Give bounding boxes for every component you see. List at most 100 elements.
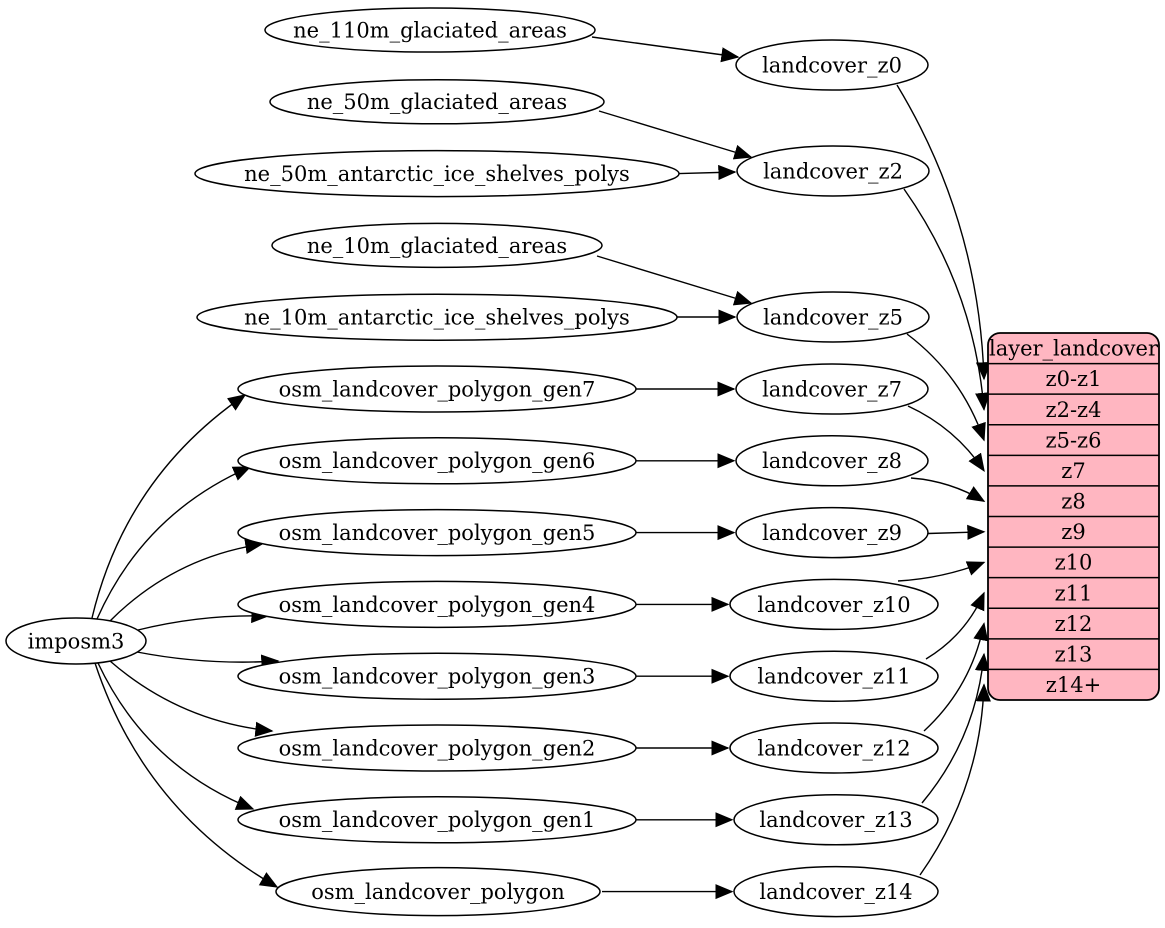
node-imposm3: imposm3 <box>5 617 147 665</box>
node-landcover_z2-label: landcover_z2 <box>763 159 903 183</box>
node-osm_landcover_polygon_gen6-shape <box>237 437 637 485</box>
edge-landcover_z10-layer_landcover-z10 <box>897 561 986 582</box>
node-ne_50m_antarctic_ice_shelves_polys-label: ne_50m_antarctic_ice_shelves_polys <box>244 162 630 186</box>
node-ne_50m_antarctic_ice_shelves_polys: ne_50m_antarctic_ice_shelves_polys <box>194 149 680 198</box>
edge-landcover_z12-layer_landcover-z12 <box>923 622 989 732</box>
node-landcover_z8-label: landcover_z8 <box>762 449 902 473</box>
edge-imposm3-osm_landcover_polygon_gen1 <box>97 662 255 810</box>
edge-imposm3-osm_landcover_polygon_gen4 <box>137 607 270 631</box>
node-landcover_z13-label: landcover_z13 <box>759 808 912 832</box>
node-osm_landcover_polygon_gen2-shape <box>237 724 637 772</box>
edge-imposm3-osm_landcover_polygon_gen2 <box>109 660 274 737</box>
edge-landcover_z5-layer_landcover-z5-z6 <box>906 333 986 442</box>
node-landcover_z12: landcover_z12 <box>729 722 939 774</box>
node-osm_landcover_polygon_gen1: osm_landcover_polygon_gen1 <box>237 796 637 844</box>
node-osm_landcover_polygon_gen7-label: osm_landcover_polygon_gen7 <box>279 377 596 401</box>
node-landcover_z10-shape <box>729 578 939 631</box>
node-landcover_z9-shape <box>735 506 929 559</box>
record-row-z9: z9 <box>1061 520 1085 544</box>
node-osm_landcover_polygon_gen7: osm_landcover_polygon_gen7 <box>237 365 637 413</box>
edges-layer <box>91 36 992 900</box>
edge-landcover_z13-layer_landcover-z13 <box>921 652 990 804</box>
node-landcover_z2-shape <box>736 145 930 197</box>
node-osm_landcover_polygon_gen1-label: osm_landcover_polygon_gen1 <box>279 808 596 832</box>
edge-ne_50m_glaciated_areas-landcover_z2 <box>598 110 753 160</box>
node-ne_10m_antarctic_ice_shelves_polys-shape <box>196 293 678 341</box>
node-landcover_z13: landcover_z13 <box>733 794 939 846</box>
node-osm_landcover_polygon: osm_landcover_polygon <box>275 866 601 917</box>
node-landcover_z0: landcover_z0 <box>735 39 929 91</box>
node-landcover_z11: landcover_z11 <box>729 650 939 702</box>
record-title: layer_landcover <box>989 337 1159 361</box>
edge-imposm3-osm_landcover_polygon_gen7 <box>91 394 247 619</box>
node-landcover_z5-label: landcover_z5 <box>763 305 903 329</box>
node-osm_landcover_polygon_gen1-shape <box>237 796 637 844</box>
node-landcover_z10-label: landcover_z10 <box>757 593 910 617</box>
record-row-z2-z4: z2-z4 <box>1046 398 1102 422</box>
node-osm_landcover_polygon_gen7-shape <box>237 365 637 413</box>
node-osm_landcover_polygon-shape <box>275 866 601 917</box>
edge-imposm3-osm_landcover_polygon_gen5 <box>109 539 264 622</box>
node-osm_landcover_polygon_gen2: osm_landcover_polygon_gen2 <box>237 724 637 772</box>
node-landcover_z14-shape <box>733 865 939 918</box>
node-osm_landcover_polygon_gen5-shape <box>237 508 637 557</box>
node-ne_50m_glaciated_areas-shape <box>269 79 605 125</box>
edge-ne_10m_glaciated_areas-landcover_z5 <box>596 255 753 306</box>
node-osm_landcover_polygon_gen2-label: osm_landcover_polygon_gen2 <box>279 736 596 760</box>
record-row-z11: z11 <box>1055 581 1093 605</box>
edge-imposm3-osm_landcover_polygon_gen6 <box>96 466 252 620</box>
node-ne_50m_glaciated_areas-label: ne_50m_glaciated_areas <box>307 90 567 114</box>
node-landcover_z14: landcover_z14 <box>733 865 939 918</box>
record-row-z10: z10 <box>1055 551 1093 575</box>
edge-ne_110m_glaciated_areas-landcover_z0 <box>591 36 740 63</box>
node-landcover_z8: landcover_z8 <box>735 435 929 487</box>
node-landcover_z11-shape <box>729 650 939 702</box>
record-row-z7: z7 <box>1061 459 1085 483</box>
node-ne_10m_glaciated_areas-label: ne_10m_glaciated_areas <box>307 234 567 258</box>
node-imposm3-shape <box>5 617 147 665</box>
node-landcover_z9-label: landcover_z9 <box>762 521 902 545</box>
node-landcover_z10: landcover_z10 <box>729 578 939 631</box>
edge-landcover_z0-layer_landcover-z0-z1 <box>896 84 992 381</box>
record-row-z5-z6: z5-z6 <box>1046 428 1102 452</box>
record-row-z12: z12 <box>1055 612 1093 636</box>
node-layer_landcover: layer_landcover z0-z1 z2-z4 z5-z6 z7 z8 z9 z10 z… <box>987 332 1160 701</box>
record-row-z8: z8 <box>1061 490 1085 514</box>
node-ne_10m_glaciated_areas-shape <box>271 222 603 269</box>
node-ne_110m_glaciated_areas-shape <box>264 7 596 53</box>
node-landcover_z14-label: landcover_z14 <box>759 880 912 904</box>
node-osm_landcover_polygon_gen4-shape <box>237 580 637 629</box>
node-landcover_z12-shape <box>729 722 939 774</box>
edge-imposm3-osm_landcover_polygon_gen3 <box>136 651 280 670</box>
node-osm_landcover_polygon_gen6: osm_landcover_polygon_gen6 <box>237 437 637 485</box>
node-osm_landcover_polygon_gen3-label: osm_landcover_polygon_gen3 <box>279 665 596 689</box>
node-ne_110m_glaciated_areas-label: ne_110m_glaciated_areas <box>293 18 567 42</box>
node-ne_110m_glaciated_areas: ne_110m_glaciated_areas <box>264 7 596 53</box>
edge-landcover_z7-layer_landcover-z7 <box>907 405 985 472</box>
node-osm_landcover_polygon_gen3: osm_landcover_polygon_gen3 <box>237 652 637 700</box>
edge-landcover_z8-layer_landcover-z8 <box>910 477 986 502</box>
node-osm_landcover_polygon_gen6-label: osm_landcover_polygon_gen6 <box>279 449 596 473</box>
node-ne_10m_antarctic_ice_shelves_polys: ne_10m_antarctic_ice_shelves_polys <box>196 293 678 341</box>
node-imposm3-label: imposm3 <box>28 629 125 653</box>
node-landcover_z7-shape <box>735 363 929 415</box>
node-ne_50m_antarctic_ice_shelves_polys-shape <box>194 149 680 198</box>
node-landcover_z7: landcover_z7 <box>735 363 929 415</box>
edge-imposm3-osm_landcover_polygon <box>94 662 279 888</box>
node-landcover_z0-shape <box>735 39 929 91</box>
node-landcover_z11-label: landcover_z11 <box>757 665 910 689</box>
node-osm_landcover_polygon_gen3-shape <box>237 652 637 700</box>
node-osm_landcover_polygon_gen5: osm_landcover_polygon_gen5 <box>237 508 637 557</box>
record-row-z13: z13 <box>1055 642 1093 666</box>
edge-landcover_z2-layer_landcover-z2-z4 <box>903 188 991 412</box>
node-landcover_z12-label: landcover_z12 <box>757 736 910 760</box>
record-row-z0-z1: z0-z1 <box>1046 367 1102 391</box>
node-ne_10m_antarctic_ice_shelves_polys-label: ne_10m_antarctic_ice_shelves_polys <box>244 306 630 330</box>
edge-landcover_z9-layer_landcover-z9 <box>927 524 986 540</box>
record-row-z14+: z14+ <box>1046 673 1101 697</box>
node-ne_50m_glaciated_areas: ne_50m_glaciated_areas <box>269 79 605 125</box>
node-osm_landcover_polygon_gen4: osm_landcover_polygon_gen4 <box>237 580 637 629</box>
edge-landcover_z14-layer_landcover-z14+ <box>919 683 992 876</box>
